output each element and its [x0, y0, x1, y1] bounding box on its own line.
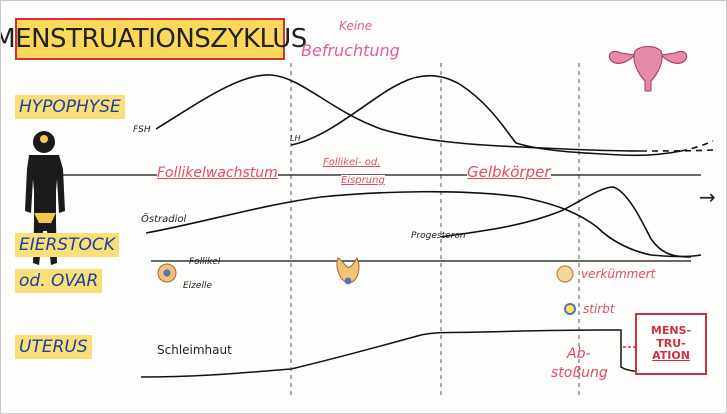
- label-abstossung-line2: stoßung: [551, 365, 608, 381]
- figure-pelvis-marker: [34, 213, 56, 223]
- label-ovar: od. OVAR: [15, 269, 103, 293]
- phase-follikelwachstum: Follikelwachstum: [157, 165, 278, 181]
- verkuemmert-icon: [556, 265, 574, 283]
- uterus-icon: [608, 46, 688, 92]
- mens-line3: ATION: [652, 349, 690, 363]
- subtitle-line2: Befruchtung: [301, 41, 400, 60]
- mens-line1: MENS-: [650, 324, 692, 338]
- lh-curve-dashed: [680, 140, 714, 152]
- time-arrow: →: [699, 185, 716, 209]
- figure-pituitary-marker: [40, 135, 48, 143]
- label-fsh: FSH: [133, 125, 151, 135]
- phase-eisprung-line2: Eisprung: [341, 175, 385, 186]
- label-ostradiol: Östradiol: [141, 214, 187, 225]
- eizelle-icon: [163, 269, 171, 277]
- lh-curve: [290, 74, 682, 157]
- label-uterus: UTERUS: [15, 335, 92, 359]
- ruptured-follikel-icon: [336, 256, 360, 284]
- page-title: MENSTRUATIONSZYKLUS: [1, 18, 307, 60]
- label-progesteron: Progesteron: [411, 231, 466, 241]
- ostradiol-curve: [145, 190, 702, 258]
- label-eizelle: Eizelle: [183, 281, 212, 291]
- schleimhaut-curve: [140, 329, 662, 378]
- progesteron-curve: [440, 186, 692, 258]
- released-eizelle-icon: [344, 277, 352, 285]
- label-stirbt: stirbt: [583, 302, 615, 316]
- mens-line2: TRU-: [656, 336, 686, 350]
- label-eierstock: EIERSTOCK: [15, 233, 119, 257]
- fsh-curve-dashed: [640, 149, 714, 152]
- label-schleimhaut: Schleimhaut: [157, 343, 232, 357]
- phase-gelbkoerper: Gelbkörper: [467, 163, 551, 181]
- subtitle-line1: Keine: [339, 19, 373, 33]
- label-verkuemmert: verkümmert: [581, 267, 656, 281]
- menstruation-box: MENS- TRU- ATION: [635, 313, 707, 375]
- phase-eisprung-line1: Follikel- od.: [323, 157, 381, 168]
- label-hypophyse: HYPOPHYSE: [15, 95, 125, 119]
- stirbt-icon: [564, 303, 576, 315]
- label-follikel: Follikel: [189, 257, 221, 267]
- fsh-curve: [155, 74, 642, 152]
- label-abstossung-line1: Ab-: [567, 346, 591, 362]
- label-lh: LH: [290, 134, 301, 143]
